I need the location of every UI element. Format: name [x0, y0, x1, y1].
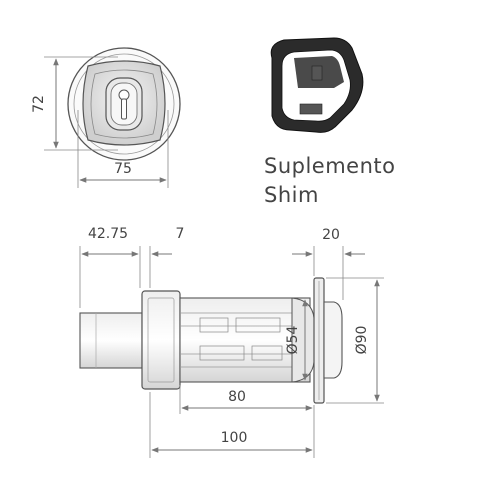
front-inner-ring — [73, 53, 175, 155]
front-view: 72 75 — [31, 47, 181, 188]
keyhole-slot — [121, 98, 127, 120]
front-width-label: 75 — [114, 161, 132, 177]
end-cap — [323, 301, 343, 379]
front-height-label: 72 — [31, 95, 47, 113]
body-window-2 — [235, 317, 281, 333]
shim-illustration: Suplemento Shim — [264, 37, 396, 207]
dim-gap-label: 7 — [176, 226, 185, 242]
body-window-1 — [199, 317, 229, 333]
shim-tab-bottom — [299, 103, 323, 115]
dia-outer-label: Ø90 — [354, 326, 370, 355]
shim-tab-top — [311, 65, 323, 81]
dim-shaft-label: 42.75 — [88, 226, 128, 242]
side-view: 42.75 7 20 Ø54 Ø90 80 100 — [79, 226, 384, 458]
body-window-3 — [199, 345, 245, 361]
dim-flange-label: 20 — [322, 227, 340, 243]
front-housing-inner — [90, 69, 158, 139]
shim-caption-es: Suplemento — [264, 154, 396, 178]
body-window-4 — [251, 345, 283, 361]
collar-inner — [147, 297, 175, 383]
len-body-label: 80 — [228, 389, 246, 405]
dia-inner-label: Ø54 — [285, 325, 301, 354]
len-total-label: 100 — [221, 430, 248, 446]
shaft — [79, 312, 143, 369]
shim-caption-en: Shim — [264, 183, 319, 207]
